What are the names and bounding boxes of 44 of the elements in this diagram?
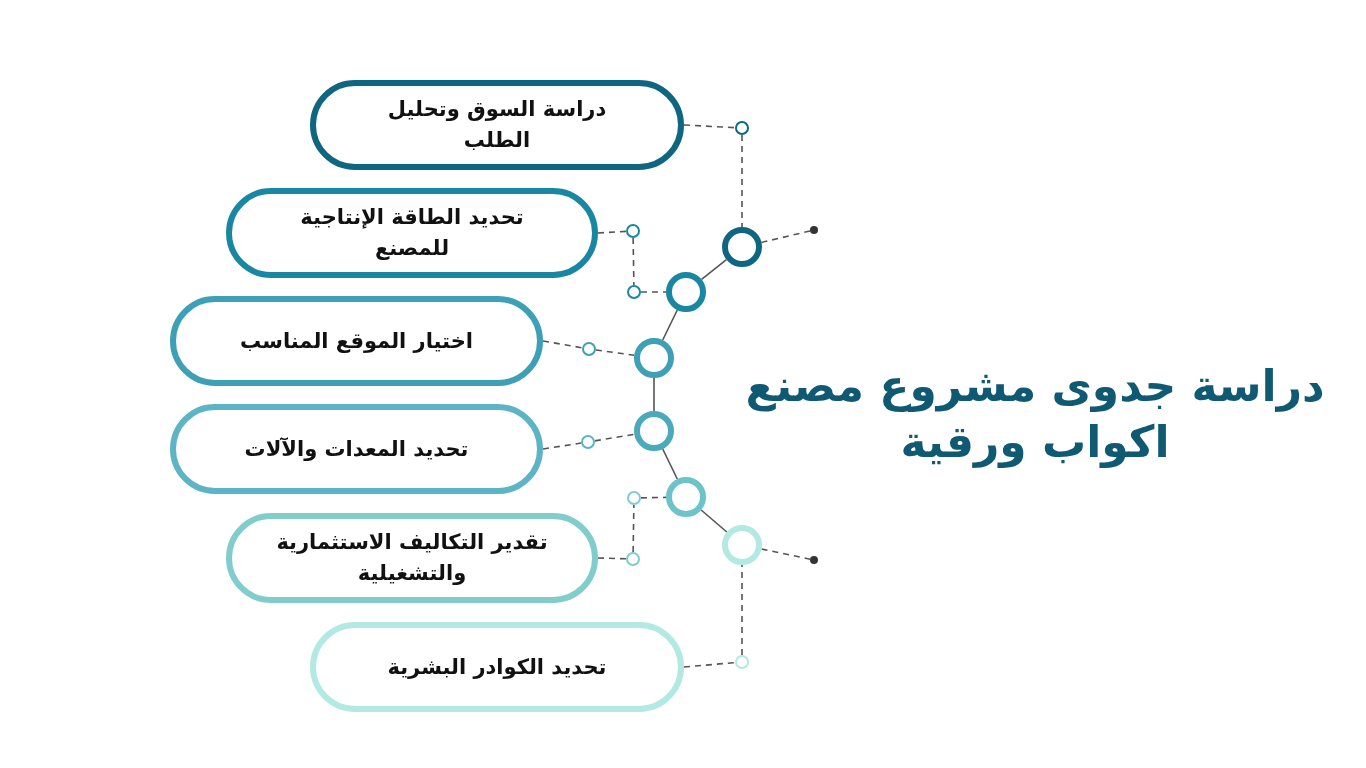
dashed-connector [760, 548, 811, 560]
step-box: تحديد الكوادر البشرية [310, 622, 684, 712]
dashed-connector [542, 340, 583, 349]
dashed-connector [741, 564, 743, 656]
dashed-connector [632, 237, 635, 286]
dashed-connector [594, 433, 636, 442]
connector-line [661, 309, 679, 341]
step-box: تحديد المعدات والآلات [170, 404, 543, 494]
ring-circle [634, 411, 674, 451]
ring-circle [666, 272, 706, 312]
small-circle [626, 224, 640, 238]
small-circle [735, 655, 749, 669]
dashed-connector [760, 230, 811, 244]
connector-line [661, 448, 679, 480]
step-box: تقدير التكاليف الاستثمارية والتشغيلية [226, 513, 598, 603]
ring-circle [722, 227, 762, 267]
dashed-connector [595, 349, 635, 357]
ring-circle [722, 525, 762, 565]
dashed-connector [632, 504, 635, 553]
dashed-connector [542, 442, 582, 450]
dashed-connector [741, 134, 743, 228]
connector-line [700, 509, 728, 533]
dashed-connector [640, 496, 667, 499]
dashed-connector [683, 124, 736, 129]
small-circle [626, 552, 640, 566]
title: دراسة جدوى مشروع مصنع اكواب ورقية [744, 359, 1326, 470]
dot [810, 226, 818, 234]
dashed-connector [597, 230, 627, 234]
connector-line [700, 258, 728, 281]
small-circle [582, 342, 596, 356]
dot [810, 556, 818, 564]
connector-line [653, 377, 655, 412]
step-box: دراسة السوق وتحليل الطلب [310, 80, 684, 170]
small-circle [627, 491, 641, 505]
step-box: اختيار الموقع المناسب [170, 296, 543, 386]
dashed-connector [597, 557, 627, 560]
small-circle [627, 285, 641, 299]
small-circle [581, 435, 595, 449]
ring-circle [634, 338, 674, 378]
dashed-connector [683, 661, 736, 668]
ring-circle [666, 477, 706, 517]
step-box: تحديد الطاقة الإنتاجية للمصنع [226, 188, 598, 278]
dashed-connector [640, 291, 667, 293]
small-circle [735, 121, 749, 135]
